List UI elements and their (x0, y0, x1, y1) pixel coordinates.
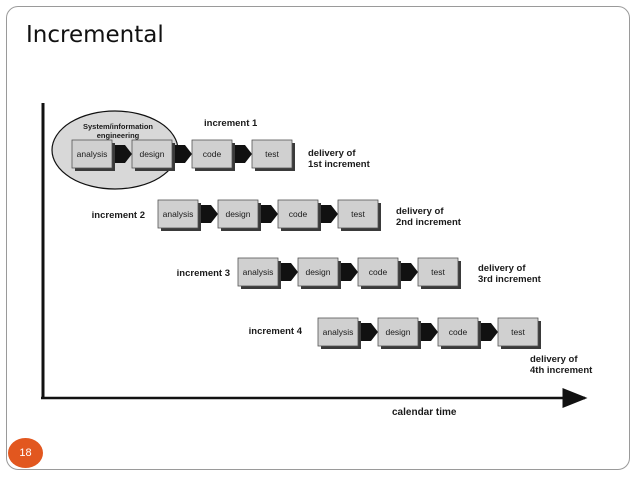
flow-arrow (321, 205, 338, 223)
increment-label: increment 2 (92, 210, 145, 221)
delivery-label: delivery of (530, 354, 578, 365)
delivery-label: delivery of (308, 148, 356, 159)
flow-arrow (281, 263, 298, 281)
delivery-label: 4th increment (530, 365, 593, 376)
step-box-test (497, 317, 539, 347)
increment-label: increment 1 (204, 118, 258, 129)
flow-arrow (115, 145, 132, 163)
time-axis-label: calendar time (392, 407, 457, 418)
step-box-test (251, 139, 293, 169)
increment-4: analysis design code test increment 4 deliver… (249, 317, 593, 376)
step-label-analysis: analysis (323, 327, 354, 337)
step-box-design (297, 257, 339, 287)
increment-label: increment 3 (177, 268, 230, 279)
step-label-analysis: analysis (243, 267, 274, 277)
increments-layer: analysis design code test increment 1 deliver… (71, 118, 593, 376)
step-box-analysis (157, 199, 199, 229)
step-box-analysis (317, 317, 359, 347)
step-box-design (377, 317, 419, 347)
flow-arrow (481, 323, 498, 341)
slide-frame (6, 6, 630, 470)
step-label-code: code (369, 267, 388, 277)
flow-arrow (361, 323, 378, 341)
step-label-analysis: analysis (163, 209, 194, 219)
increment-1: analysis design code test increment 1 deliver… (71, 118, 371, 171)
flow-arrow (175, 145, 192, 163)
flow-arrow (421, 323, 438, 341)
step-label-code: code (289, 209, 308, 219)
step-box-analysis (71, 139, 113, 169)
step-box-test (417, 257, 459, 287)
highlight-label-line2: engineering (97, 131, 140, 140)
step-label-design: design (225, 209, 250, 219)
step-box-design (217, 199, 259, 229)
step-box-test (337, 199, 379, 229)
flow-arrow (235, 145, 252, 163)
step-label-code: code (203, 149, 222, 159)
increment-2: analysis design code test increment 2 deliver… (92, 199, 462, 231)
step-box-analysis (237, 257, 279, 287)
step-label-analysis: analysis (77, 149, 108, 159)
increment-label: increment 4 (249, 326, 303, 337)
step-label-test: test (265, 149, 279, 159)
page-number-badge: 18 (8, 438, 43, 468)
flow-arrow (201, 205, 218, 223)
increment-3: analysis design code test increment 3 deliver… (177, 257, 542, 289)
flow-arrow (261, 205, 278, 223)
step-label-design: design (139, 149, 164, 159)
delivery-label: delivery of (478, 263, 526, 274)
flow-arrow (401, 263, 418, 281)
delivery-label: 3rd increment (478, 274, 542, 285)
step-label-test: test (351, 209, 365, 219)
delivery-label: delivery of (396, 206, 444, 217)
step-label-design: design (385, 327, 410, 337)
delivery-label: 1st increment (308, 159, 371, 170)
step-box-code (277, 199, 319, 229)
step-box-code (191, 139, 233, 169)
step-box-code (437, 317, 479, 347)
delivery-label: 2nd increment (396, 217, 462, 228)
slide-title: Incremental (26, 22, 164, 48)
step-box-design (131, 139, 173, 169)
step-label-design: design (305, 267, 330, 277)
step-label-test: test (511, 327, 525, 337)
highlight-label-line1: System/information (83, 122, 153, 131)
flow-arrow (341, 263, 358, 281)
step-label-test: test (431, 267, 445, 277)
step-box-code (357, 257, 399, 287)
step-label-code: code (449, 327, 468, 337)
